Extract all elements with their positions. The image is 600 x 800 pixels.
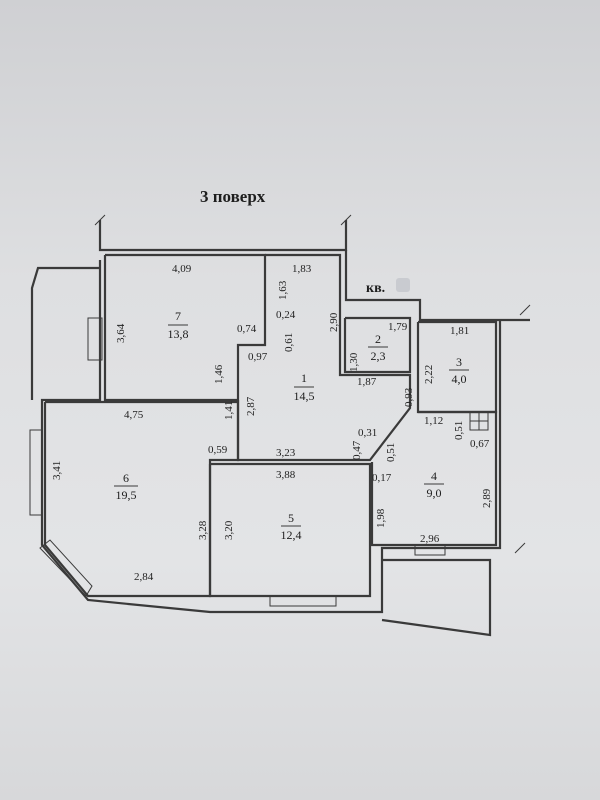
balcony-right — [381, 558, 492, 637]
room-3-number: 3 — [456, 355, 462, 369]
dim-r4-e: 0,17 — [372, 472, 392, 484]
dim-r6-right: 3,28 — [197, 520, 209, 540]
dim-r6-left: 3,41 — [51, 461, 63, 480]
dim-r4-c: 0,67 — [470, 438, 490, 450]
dim-r1-i: 2,87 — [245, 396, 257, 416]
dim-r1-m: 0,31 — [358, 427, 377, 439]
room-1-walls — [236, 253, 412, 462]
room-6-walls — [43, 400, 240, 598]
dim-r3-left: 2,22 — [423, 365, 435, 384]
dim-r1-top: 1,83 — [292, 263, 312, 275]
dim-r4-right: 2,89 — [481, 488, 493, 508]
dim-r5-left: 3,20 — [223, 520, 235, 540]
dim-r4-bottom: 2,96 — [420, 533, 440, 545]
apartment-label: кв. — [366, 281, 385, 296]
dim-r1-e: 2,90 — [328, 312, 340, 332]
dim-r1-l: 0,47 — [351, 440, 363, 460]
dim-r4-b: 0,51 — [453, 421, 465, 440]
dim-r6-bottom: 2,84 — [134, 571, 154, 583]
dimension-labels: 4,09 3,64 0,74 1,46 1,83 1,63 0,24 0,61 … — [51, 263, 493, 583]
dim-r1-f: 1,87 — [357, 376, 377, 388]
balcony-left — [30, 266, 100, 400]
room-5-number: 5 — [288, 511, 294, 525]
room-2-area: 2,3 — [371, 349, 386, 363]
wall-right — [40, 260, 502, 614]
dim-r7-right: 0,74 — [237, 323, 257, 335]
room-6-number: 6 — [123, 471, 129, 485]
room-1-number: 1 — [301, 371, 307, 385]
interior-walls — [29, 253, 498, 607]
dim-r1-k: 3,23 — [276, 447, 296, 459]
window-room-7 — [87, 317, 103, 361]
wall-top-left — [98, 220, 348, 252]
dim-r7-top: 4,09 — [172, 263, 192, 275]
room-7-number: 7 — [175, 309, 181, 323]
room-5-area: 12,4 — [281, 528, 302, 542]
window-room-5 — [269, 595, 337, 607]
dim-r1-a: 1,63 — [277, 280, 289, 300]
dim-r4-a: 1,12 — [424, 415, 443, 427]
dim-r2-left: 1,30 — [348, 352, 360, 372]
tick-1 — [94, 214, 106, 226]
dim-r7-bottom: 1,46 — [213, 364, 225, 384]
dim-r4-d: 0,51 — [385, 443, 397, 462]
dim-r1-c: 0,61 — [283, 333, 295, 352]
dim-r1-j: 0,59 — [208, 444, 228, 456]
dim-r1-b: 0,24 — [276, 309, 296, 321]
wall-top-right — [344, 250, 530, 322]
tick-2 — [340, 214, 352, 226]
dim-r3-top: 1,81 — [450, 325, 469, 337]
dim-r5-top: 3,88 — [276, 469, 296, 481]
tick-4 — [514, 542, 526, 554]
dim-r6-top: 4,75 — [124, 409, 144, 421]
room-3-area: 4,0 — [452, 372, 467, 386]
redacted-apartment-number — [396, 278, 410, 292]
dim-r1-d: 0,97 — [248, 351, 268, 363]
dim-r1-g: 0,93 — [403, 387, 415, 407]
window-bay-room-6 — [39, 539, 93, 597]
room-4-area: 9,0 — [427, 486, 442, 500]
window-room-4 — [414, 544, 446, 556]
room-6-area: 19,5 — [116, 488, 137, 502]
dim-r2-top: 1,79 — [388, 321, 408, 333]
dim-r1-h: 1,41 — [223, 401, 235, 420]
outer-walls — [30, 214, 531, 637]
window-room-6 — [29, 429, 43, 516]
room-4-number: 4 — [431, 469, 437, 483]
tick-3 — [519, 304, 531, 316]
floor-title: 3 поверх — [200, 187, 266, 206]
room-1-area: 14,5 — [294, 389, 315, 403]
room-labels: 7 13,8 1 14,5 2 2,3 3 4,0 4 9,0 5 12,4 6… — [114, 309, 469, 542]
dim-r7-left: 3,64 — [115, 323, 127, 343]
room-2-number: 2 — [375, 332, 381, 346]
room-2-walls — [343, 316, 412, 374]
dim-r4-left: 1,98 — [375, 508, 387, 528]
room-7-area: 13,8 — [168, 327, 189, 341]
